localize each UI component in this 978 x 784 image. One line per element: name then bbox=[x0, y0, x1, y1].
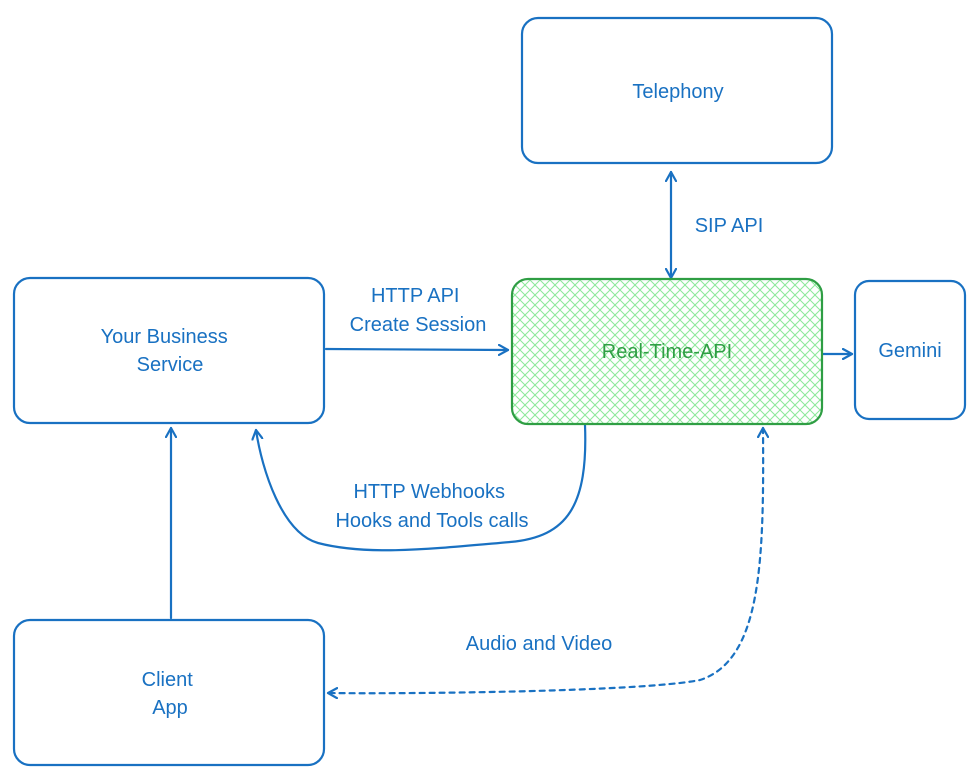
edges bbox=[171, 170, 854, 693]
create-session-arrow bbox=[324, 349, 510, 350]
telephony-node[interactable]: Telephony bbox=[520, 16, 834, 165]
nodes: Telephony Your Business Service Real-Tim… bbox=[12, 16, 967, 767]
client-app-label: Client App bbox=[142, 669, 199, 719]
edge-labels: SIP API HTTP API Create Session HTTP Web… bbox=[335, 215, 763, 655]
realtime-api-label: Real-Time-API bbox=[602, 341, 732, 363]
client-app-node[interactable]: Client App bbox=[12, 618, 326, 767]
gemini-node[interactable]: Gemini bbox=[853, 279, 967, 421]
telephony-label: Telephony bbox=[632, 81, 723, 103]
sip-api-label: SIP API bbox=[695, 215, 764, 237]
webhooks-label: HTTP Webhooks Hooks and Tools calls bbox=[335, 481, 528, 532]
media-arrow bbox=[326, 426, 763, 693]
gemini-label: Gemini bbox=[878, 340, 941, 362]
media-label: Audio and Video bbox=[466, 633, 612, 655]
business-service-label: Your Business Service bbox=[101, 326, 234, 376]
realtime-api-node[interactable]: Real-Time-API bbox=[510, 277, 824, 426]
business-service-node[interactable]: Your Business Service bbox=[12, 276, 326, 425]
create-session-label: HTTP API Create Session bbox=[350, 285, 487, 336]
